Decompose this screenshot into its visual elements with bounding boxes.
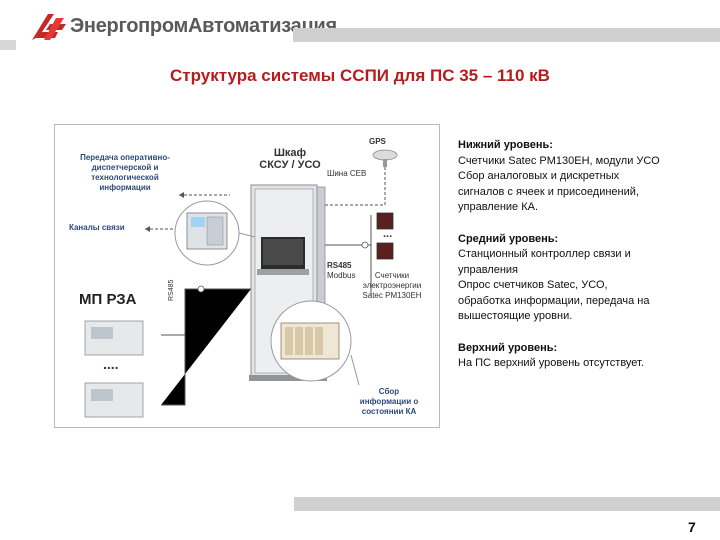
footer-bar — [294, 497, 720, 511]
level-upper: Верхний уровень: На ПС верхний уровень о… — [458, 341, 708, 372]
transfer-arrow-head — [179, 192, 184, 198]
channels-arrow-head — [145, 226, 150, 232]
mp-rza-dots: .... — [103, 356, 119, 372]
level-line: Счетчики Satec PM130EH, модули УСО — [458, 154, 660, 167]
meters-label: Счетчики электроэнергии Satec PM130EH — [362, 271, 422, 300]
rs485-bus — [161, 285, 251, 406]
level-middle: Средний уровень: Станционный контроллер … — [458, 232, 708, 325]
level-line: управление КА. — [458, 201, 539, 213]
system-structure-diagram: Передача оперативно- диспетчерской и тех… — [54, 124, 440, 428]
company-name: ЭнергопромАвтоматизация — [70, 15, 337, 37]
level-line: сигналов с ячеек и присоединений, — [458, 185, 639, 198]
level-line: вышестоящие уровни. — [458, 310, 573, 322]
level-heading: Нижний уровень: — [458, 139, 553, 151]
level-lower: Нижний уровень: Счетчики Satec PM130EH, … — [458, 138, 708, 216]
meters-dots: ... — [383, 228, 393, 240]
level-line: На ПС верхний уровень отсутствует. — [458, 357, 644, 369]
rs485-vertical-label: RS485 — [168, 279, 175, 301]
channels-label: Каналы связи — [69, 223, 125, 232]
level-line: обработка информации, передача на — [458, 294, 650, 307]
uso-module-bubble — [174, 200, 256, 266]
page-number: 7 — [688, 519, 696, 535]
mp-rza-label: МП РЗА — [79, 291, 137, 308]
gps-antenna — [325, 149, 398, 206]
level-line: Сбор аналоговых и дискретных — [458, 170, 620, 182]
header-bar-right — [293, 28, 720, 42]
level-line: управления — [458, 263, 518, 276]
levels-description: Нижний уровень: Счетчики Satec PM130EH, … — [458, 138, 708, 388]
mp-rza-devices — [84, 320, 144, 418]
diagram-graphics — [84, 149, 398, 418]
modbus-label: Modbus — [327, 271, 356, 280]
company-logo — [32, 14, 66, 40]
collection-label: Сбор информации о состоянии КА — [359, 387, 419, 416]
level-heading: Верхний уровень: — [458, 341, 558, 354]
sev-bus-label: Шина СЕВ — [327, 169, 367, 178]
transfer-label: Передача оперативно- диспетчерской и тех… — [80, 153, 170, 192]
level-line: Станционный контроллер связи и — [458, 248, 631, 260]
level-heading: Средний уровень: — [458, 232, 559, 245]
collection-module-bubble — [270, 300, 360, 386]
cabinet-label: Шкаф СКСУ / УСО — [259, 147, 321, 171]
gps-label: GPS — [369, 137, 386, 146]
meters-bus — [325, 212, 394, 295]
level-line: Опрос счетчиков Satec, УСО, — [458, 279, 608, 291]
rs485-label: RS485 — [327, 261, 352, 270]
slide-title: Структура системы ССПИ для ПС 35 – 110 к… — [170, 66, 550, 85]
header-bar-left — [0, 40, 16, 50]
